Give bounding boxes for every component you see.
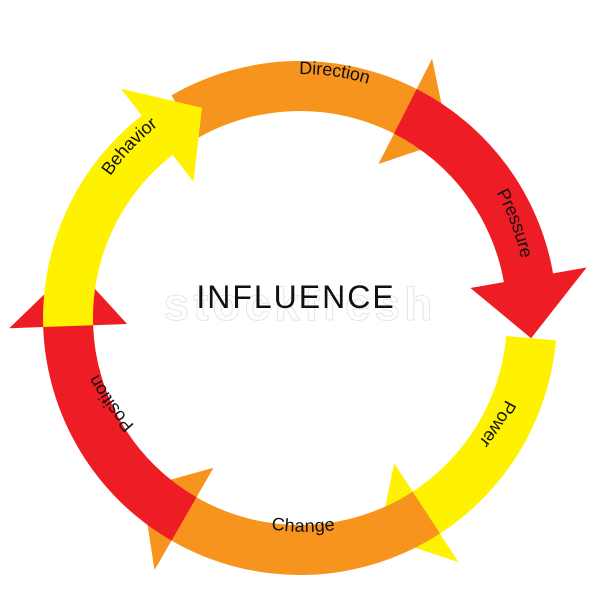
- arrow-power: [379, 336, 556, 563]
- segment-label-change-text: Change: [271, 514, 336, 536]
- arrow-change: [141, 467, 441, 576]
- arrow-behavior: [43, 88, 202, 327]
- arrow-position: [9, 265, 197, 541]
- segment-label-change: Change: [271, 514, 336, 536]
- arrow-direction: [171, 58, 450, 164]
- arrow-pressure: [394, 89, 587, 339]
- cycle-arrows: [9, 58, 587, 576]
- center-title: INFLUENCE: [196, 279, 395, 315]
- watermark-text: stockfresh: [164, 278, 437, 330]
